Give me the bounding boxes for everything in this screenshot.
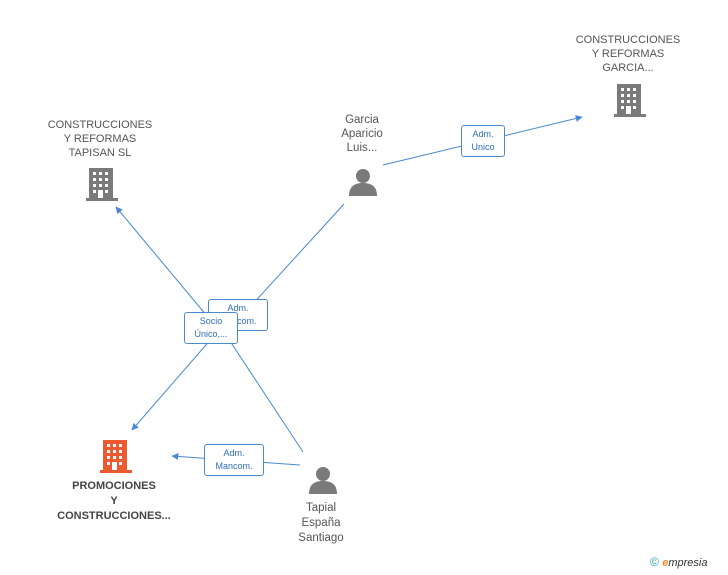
edge-label-adm-mancom-bottom[interactable]: Adm. Mancom. bbox=[204, 444, 264, 476]
label-line: CONSTRUCCIONES... bbox=[57, 510, 171, 522]
label-line: España bbox=[301, 517, 341, 529]
label-line: Garcia bbox=[345, 114, 379, 126]
label-line: TAPISAN SL bbox=[68, 147, 132, 159]
node-label-tapial[interactable]: Tapial España Santiago bbox=[282, 501, 360, 546]
node-label-garcia-company[interactable]: CONSTRUCCIONES Y REFORMAS GARCIA... bbox=[570, 33, 686, 75]
node-label-tapisan[interactable]: CONSTRUCCIONES Y REFORMAS TAPISAN SL bbox=[40, 118, 160, 160]
building-icon[interactable] bbox=[614, 84, 646, 117]
edge-label-line: Adm. bbox=[223, 448, 245, 458]
label-line: PROMOCIONES bbox=[72, 480, 156, 492]
edge-label-line: Adm. bbox=[227, 303, 249, 313]
node-label-promociones[interactable]: PROMOCIONES Y CONSTRUCCIONES... bbox=[44, 479, 184, 524]
building-icon[interactable] bbox=[86, 168, 118, 201]
label-line: Y REFORMAS bbox=[63, 133, 137, 145]
node-label-garcia-person[interactable]: Garcia Aparicio Luis... bbox=[322, 113, 402, 155]
label-line: Santiago bbox=[298, 532, 344, 544]
edge-label-line: Mancom. bbox=[215, 461, 253, 471]
label-line: Aparicio bbox=[341, 128, 383, 140]
label-line: CONSTRUCCIONES bbox=[575, 34, 681, 46]
footer-credit[interactable]: © empresia bbox=[650, 555, 707, 569]
edge-tapial-to-hub bbox=[227, 337, 304, 453]
edge-label-line: Único,... bbox=[194, 329, 228, 339]
label-line: CONSTRUCCIONES bbox=[47, 119, 153, 131]
label-line: GARCIA... bbox=[602, 62, 654, 74]
edge-label-adm-unico[interactable]: Adm. Unico bbox=[461, 125, 505, 157]
edge-label-line: Unico bbox=[471, 142, 495, 152]
label-line: Y bbox=[110, 495, 118, 507]
label-line: Y REFORMAS bbox=[591, 48, 665, 60]
copyright-icon: © bbox=[650, 555, 659, 569]
edge-label-line: Adm. bbox=[472, 129, 494, 139]
label-line: Tapial bbox=[305, 502, 337, 514]
edge-label-socio-unico[interactable]: Socio Único,... bbox=[184, 312, 238, 344]
brand-logo-initial: e bbox=[662, 557, 669, 569]
edge-hub-to-promociones bbox=[131, 337, 213, 431]
building-icon-focus[interactable] bbox=[100, 440, 132, 473]
edge-hub-to-tapisan bbox=[115, 206, 213, 323]
person-icon[interactable] bbox=[349, 169, 377, 196]
person-icon[interactable] bbox=[309, 467, 337, 494]
edge-label-line: Socio bbox=[199, 316, 223, 326]
label-line: Luis... bbox=[346, 142, 378, 154]
brand-logo[interactable]: empresia bbox=[662, 557, 707, 569]
brand-logo-text: mpresia bbox=[668, 557, 708, 569]
